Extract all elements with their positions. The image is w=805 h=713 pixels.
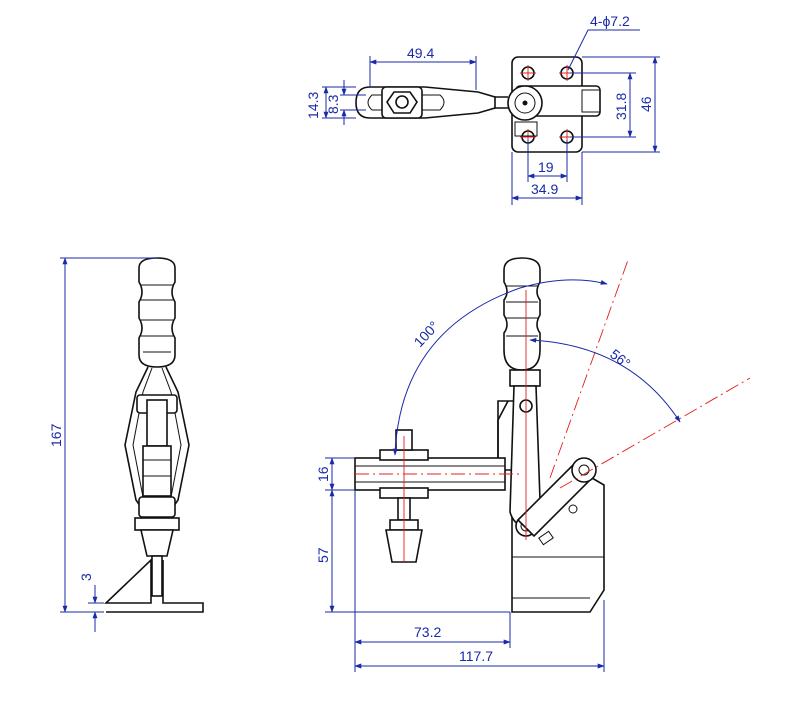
hole-spacing-h-label: 19 [538, 159, 554, 175]
end-view [104, 257, 204, 613]
overall-length-label: 117.7 [459, 648, 493, 664]
angle-open-label: 100° [410, 318, 441, 350]
bar-outer-label: 14.3 [305, 92, 321, 119]
angle-handle-label: 56° [607, 346, 634, 372]
hole-spacing-v-label: 31.8 [613, 93, 629, 120]
base-height-label: 46 [638, 96, 654, 112]
base-thickness-label: 3 [78, 573, 94, 581]
bar-thickness-label: 16 [315, 466, 331, 482]
base-width-label: 34.9 [531, 181, 558, 197]
spindle-height-label: 57 [315, 547, 331, 563]
top-view [355, 56, 601, 153]
top-view-dimensions: 4-ϕ7.2 49.4 14.3 8.3 31.8 46 19 34.9 [305, 13, 660, 205]
front-view [354, 257, 605, 613]
reach-label: 73.2 [414, 624, 441, 640]
end-view-dimensions: 167 3 [48, 257, 157, 632]
bar-length-label: 49.4 [407, 45, 434, 61]
hole-spec-label: 4-ϕ7.2 [590, 13, 630, 29]
overall-height-label: 167 [48, 423, 64, 447]
bar-inner-label: 8.3 [325, 94, 341, 114]
